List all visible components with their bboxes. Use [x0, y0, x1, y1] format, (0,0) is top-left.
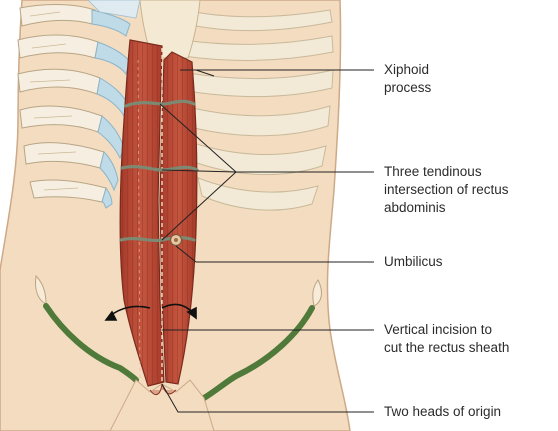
heads-of-origin-label: Two heads of origin [384, 404, 501, 419]
incision-label: Vertical incision to cut the rectus shea… [384, 322, 509, 355]
tendinous-label: Three tendinous intersection of rectus a… [384, 164, 512, 215]
xiphoid-label: Xiphoid process [384, 62, 433, 95]
umbilicus-shape [171, 235, 182, 246]
umbilicus-label: Umbilicus [384, 254, 443, 269]
